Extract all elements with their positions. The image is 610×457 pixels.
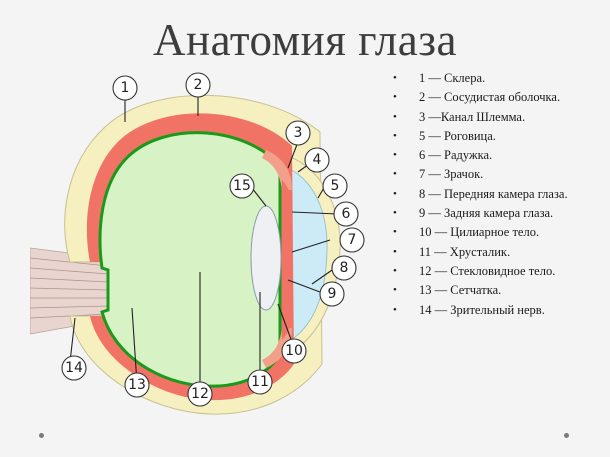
label-12: 12 [187, 381, 213, 407]
legend-item: • 13 — Сетчатка. [393, 281, 568, 300]
bullet: • [393, 187, 397, 200]
legend-item: • 6 — Радужка. [393, 146, 568, 165]
label-9: 9 [319, 281, 345, 307]
label-13: 13 [124, 372, 150, 398]
ciliary-body-top [262, 150, 292, 190]
legend-item: • 5 — Роговица. [393, 127, 568, 146]
legend-item-text: 3 —Канал Шлемма. [419, 109, 526, 124]
label-10: 10 [281, 338, 307, 364]
legend-item: • 7 — Зрачок. [393, 165, 568, 184]
label-14: 14 [61, 355, 87, 381]
legend-item-text: 9 — Задняя камера глаза. [419, 206, 554, 221]
svg-text:9: 9 [328, 286, 337, 302]
svg-text:8: 8 [340, 260, 349, 276]
legend-item-text: 10 — Цилиарное тело. [419, 225, 540, 240]
svg-text:6: 6 [342, 206, 351, 222]
label-2: 2 [185, 72, 211, 98]
legend-item-text: 14 — Зрительный нерв. [419, 302, 545, 317]
legend-item-text: 2 — Сосудистая оболочка. [419, 90, 561, 105]
svg-text:13: 13 [128, 377, 146, 393]
label-4: 4 [304, 147, 330, 173]
label-15: 15 [229, 173, 255, 199]
legend-item-text: 11 — Хрусталик. [419, 244, 511, 259]
corner-dot-right [564, 433, 569, 438]
ciliary-body-bottom [262, 328, 292, 368]
legend-item: • 10 — Цилиарное тело. [393, 223, 568, 242]
optic-nerve-fibers [30, 257, 109, 319]
label-7: 7 [339, 227, 365, 253]
bullet: • [393, 72, 397, 84]
anterior-chamber [287, 167, 328, 343]
label-1: 1 [112, 75, 138, 101]
legend-item: • 9 — Задняя камера глаза. [393, 204, 568, 223]
legend-item-text: 1 — Склера. [419, 71, 486, 85]
legend-item-text: 6 — Радужка. [419, 148, 493, 163]
svg-text:1: 1 [121, 80, 130, 96]
svg-text:10: 10 [285, 343, 303, 359]
svg-text:3: 3 [294, 125, 303, 141]
bullet: • [393, 245, 397, 258]
legend-item: • 11 — Хрусталик. [393, 243, 568, 262]
bullet: • [393, 168, 397, 181]
label-8: 8 [331, 255, 357, 281]
legend-item: • 1 — Склера. [393, 69, 568, 88]
bullet: • [393, 149, 397, 162]
bullet: • [393, 110, 397, 123]
eye-anatomy-diagram: 1 2 3 4 5 6 7 8 9 10 11 12 13 14 15 [30, 72, 365, 415]
slide-title: Анатомия глаза [153, 15, 457, 65]
bullet: • [393, 129, 397, 142]
svg-text:5: 5 [331, 178, 340, 194]
lens [250, 205, 282, 311]
iris-bottom [282, 312, 292, 340]
legend-item: • 14 — Зрительный нерв. [393, 301, 568, 320]
legend-item-text: 12 — Стекловидное тело. [419, 263, 556, 278]
svg-text:15: 15 [233, 178, 251, 194]
label-3: 3 [285, 120, 311, 146]
iris-top [282, 180, 292, 208]
label-11: 11 [247, 369, 273, 395]
svg-text:2: 2 [194, 77, 203, 93]
legend-item-text: 7 — Зрачок. [419, 167, 484, 182]
legend-item-text: 13 — Сетчатка. [419, 283, 502, 298]
bullet: • [393, 91, 397, 104]
legend-list: • 1 — Склера. • 2 — Сосудистая оболочка. •… [393, 69, 568, 320]
bullet: • [393, 303, 397, 316]
svg-text:14: 14 [65, 360, 83, 376]
legend-item: • 8 — Передняя камера глаза. [393, 185, 568, 204]
legend-item: • 2 — Сосудистая оболочка. [393, 88, 568, 107]
label-5: 5 [322, 173, 348, 199]
svg-text:7: 7 [348, 232, 357, 248]
svg-text:12: 12 [191, 386, 209, 402]
label-6: 6 [333, 201, 359, 227]
corner-dot-left [39, 433, 44, 438]
bullet: • [393, 226, 397, 239]
bullet: • [393, 284, 397, 297]
legend-item: • 3 —Канал Шлемма. [393, 108, 568, 127]
bullet: • [393, 207, 397, 220]
legend-item-text: 5 — Роговица. [419, 128, 496, 143]
legend-item-text: 8 — Передняя камера глаза. [419, 186, 568, 201]
svg-text:11: 11 [251, 374, 269, 390]
svg-text:4: 4 [313, 152, 322, 168]
legend-item: • 12 — Стекловидное тело. [393, 262, 568, 281]
bullet: • [393, 264, 397, 277]
